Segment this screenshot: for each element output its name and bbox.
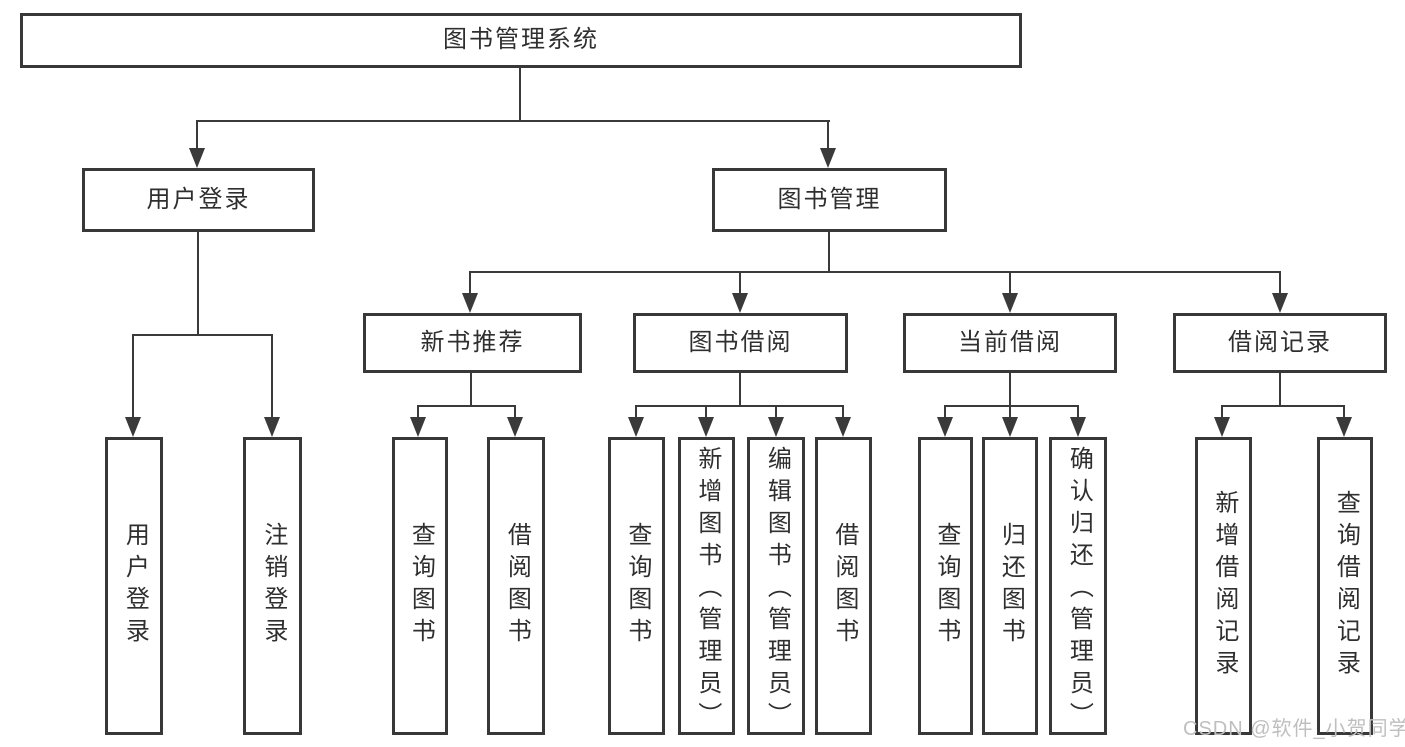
leaf-user-login: 用户登录 <box>105 437 163 735</box>
connector-line <box>1009 373 1011 407</box>
node-user-login: 用户登录 <box>82 168 315 232</box>
arrow-down-icon <box>698 417 714 437</box>
connector-line <box>1279 373 1281 407</box>
leaf-confirm-return-admin: 确认归还（管理员） <box>1049 437 1107 735</box>
arrow-down-icon <box>1272 293 1288 313</box>
connector-line <box>1221 405 1223 417</box>
leaf-borrow-books-recommend: 借阅图书 <box>487 437 545 735</box>
connector-line <box>417 405 516 407</box>
node-new-book-recommend: 新书推荐 <box>363 313 582 373</box>
connector-line <box>739 271 741 293</box>
connector-line <box>514 405 516 417</box>
node-borrow-records: 借阅记录 <box>1173 313 1387 373</box>
watermark: CSDN @软件_小贺同学 <box>1183 718 1405 740</box>
arrow-down-icon <box>1214 417 1230 437</box>
connector-line <box>519 68 521 122</box>
connector-line <box>944 405 1079 407</box>
arrow-down-icon <box>820 148 836 168</box>
leaf-borrow-books: 借阅图书 <box>815 437 872 735</box>
connector-line <box>944 405 946 417</box>
arrow-down-icon <box>835 417 851 437</box>
arrow-down-icon <box>1002 293 1018 313</box>
connector-line <box>1279 271 1281 293</box>
connector-line <box>196 120 198 148</box>
connector-line <box>197 120 830 122</box>
leaf-search-borrow-record: 查询借阅记录 <box>1317 437 1373 735</box>
connector-line <box>132 334 273 336</box>
arrow-down-icon <box>628 417 644 437</box>
connector-line <box>132 334 134 417</box>
leaf-search-books-current: 查询图书 <box>918 437 973 735</box>
leaf-add-books-admin: 新增图书（管理员） <box>678 437 735 735</box>
connector-line <box>828 232 830 273</box>
connector-line <box>271 334 273 417</box>
connector-line <box>1343 405 1345 417</box>
connector-line <box>197 232 199 336</box>
arrow-down-icon <box>189 148 205 168</box>
connector-line <box>842 405 844 417</box>
leaf-add-borrow-record: 新增借阅记录 <box>1195 437 1252 735</box>
connector-line <box>470 373 472 407</box>
node-book-borrowing: 图书借阅 <box>633 313 848 373</box>
leaf-search-books-recommend: 查询图书 <box>392 437 448 735</box>
connector-line <box>1221 405 1345 407</box>
arrow-down-icon <box>410 417 426 437</box>
connector-line <box>705 405 707 417</box>
connector-line <box>739 373 741 407</box>
node-system-root: 图书管理系统 <box>20 13 1022 68</box>
connector-line <box>417 405 419 417</box>
arrow-down-icon <box>264 417 280 437</box>
leaf-return-books: 归还图书 <box>982 437 1038 735</box>
node-current-borrowing: 当前借阅 <box>903 313 1117 373</box>
connector-line <box>775 405 777 417</box>
connector-line <box>635 405 844 407</box>
arrow-down-icon <box>507 417 523 437</box>
arrow-down-icon <box>1002 417 1018 437</box>
arrow-down-icon <box>1336 417 1352 437</box>
arrow-down-icon <box>937 417 953 437</box>
arrow-down-icon <box>125 417 141 437</box>
connector-line <box>827 120 829 148</box>
arrow-down-icon <box>462 293 478 313</box>
connector-line <box>1077 405 1079 417</box>
connector-line <box>470 271 1281 273</box>
connector-line <box>635 405 637 417</box>
leaf-edit-books-admin: 编辑图书（管理员） <box>747 437 805 735</box>
connector-line <box>1009 405 1011 417</box>
connector-line <box>1009 271 1011 293</box>
node-book-management: 图书管理 <box>712 168 947 232</box>
arrow-down-icon <box>768 417 784 437</box>
leaf-logout: 注销登录 <box>243 437 302 735</box>
arrow-down-icon <box>732 293 748 313</box>
leaf-search-books-borrow: 查询图书 <box>608 437 665 735</box>
arrow-down-icon <box>1070 417 1086 437</box>
connector-line <box>469 271 471 293</box>
